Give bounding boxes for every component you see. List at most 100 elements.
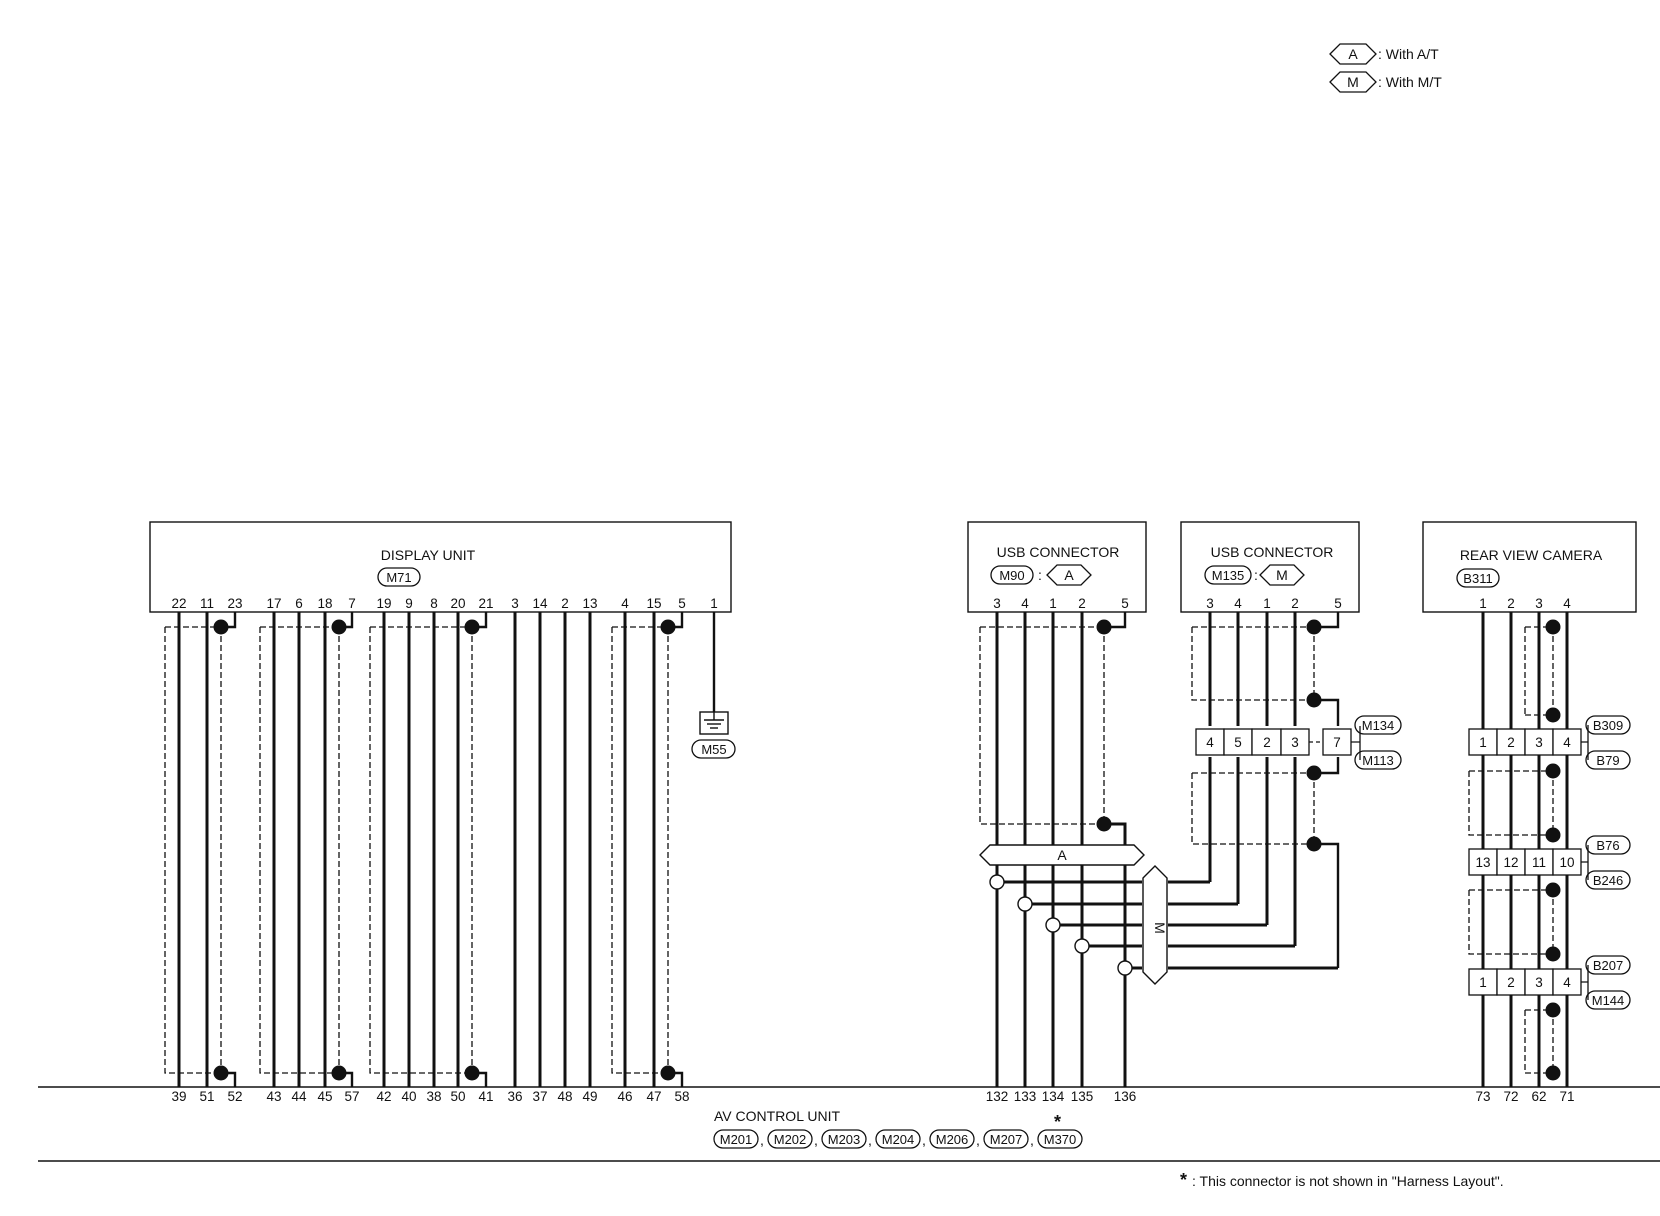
switch-a: A	[979, 844, 1145, 866]
legend-at-text: : With A/T	[1378, 46, 1439, 62]
av-pin-g1-5: 44	[291, 1089, 307, 1104]
svg-text::: :	[1038, 567, 1042, 583]
jb1-pin-4: 4	[1563, 735, 1571, 750]
av-pin-g2-1: 132	[986, 1089, 1009, 1104]
legend-at-hexagon	[1329, 43, 1377, 65]
display-unit-wires	[164, 612, 716, 1087]
usb-at-pin-3: 1	[1049, 596, 1057, 611]
ground-symbol: M55	[691, 711, 736, 759]
display-unit-pin-14: 14	[532, 596, 548, 611]
av-pin-g2-3: 134	[1042, 1089, 1065, 1104]
legend-mt-code: M	[1347, 74, 1359, 90]
display-unit-pin-12: 21	[478, 596, 493, 611]
camera-pin-1: 1	[1479, 596, 1487, 611]
footnote-text: : This connector is not shown in "Harnes…	[1192, 1173, 1504, 1189]
av-pin-g1-3: 52	[227, 1089, 242, 1104]
av-connector-separator-5: ,	[976, 1132, 980, 1148]
av-pin-g1-10: 38	[426, 1089, 441, 1104]
display-unit-shield-dots	[213, 619, 676, 1081]
legend-mt-text: : With M/T	[1378, 74, 1442, 90]
jb3-pin-2: 2	[1507, 975, 1515, 990]
av-pin-g1-16: 49	[582, 1089, 597, 1104]
jm-pin-2: 5	[1234, 735, 1242, 750]
display-unit-pin-10: 8	[430, 596, 438, 611]
usb-connector-mt-block: USB CONNECTOR M135 : M	[1180, 521, 1360, 613]
av-pin-g2-5: 136	[1114, 1089, 1137, 1104]
av-connector-pill-2	[767, 1129, 813, 1149]
usb-at-connector: M90	[999, 568, 1024, 583]
camera-name: REAR VIEW CAMERA	[1460, 547, 1603, 563]
display-unit-pin-6: 18	[317, 596, 332, 611]
jb1-upper: B309	[1593, 718, 1623, 733]
av-connector-2: M202	[774, 1132, 807, 1147]
jb3-pin-1: 1	[1479, 975, 1487, 990]
av-control-unit: AV CONTROL UNIT	[38, 1086, 1660, 1162]
av-pin-g2-2: 133	[1014, 1089, 1037, 1104]
av-connector-4: M204	[882, 1132, 915, 1147]
av-pin-g1-15: 48	[557, 1089, 572, 1104]
av-pin-g1-11: 50	[450, 1089, 465, 1104]
av-connector-separator-1: ,	[760, 1132, 764, 1148]
junction-b309-b79: 1 2 3 4 B309 B79	[1468, 715, 1631, 770]
display-unit-connector: M71	[386, 570, 411, 585]
jb1-pin-2: 2	[1507, 735, 1515, 750]
usb-at-pin-1: 3	[993, 596, 1001, 611]
usb-connector-at-block: USB CONNECTOR M90 : A	[967, 521, 1147, 613]
usb-mt-connector: M135	[1212, 568, 1245, 583]
usb-mt-pin-5: 5	[1334, 596, 1342, 611]
usb-mt-variant: M	[1276, 567, 1288, 583]
usb-at-variant: A	[1064, 567, 1074, 583]
display-unit-pin-18: 15	[646, 596, 661, 611]
av-pin-g3-1: 73	[1475, 1089, 1490, 1104]
av-connector-7: M370	[1044, 1132, 1077, 1147]
av-connector-6: M207	[990, 1132, 1023, 1147]
av-connector-separator-2: ,	[814, 1132, 818, 1148]
av-control-unit-connectors: M201,M202,M203,M204,M206,M207,M370*	[713, 1112, 1083, 1149]
jm-upper: M134	[1362, 718, 1395, 733]
av-connector-pill-4	[875, 1129, 921, 1149]
footnote: * : This connector is not shown in "Harn…	[1180, 1170, 1504, 1190]
av-connector-3: M203	[828, 1132, 861, 1147]
av-pin-g1-9: 40	[401, 1089, 416, 1104]
jb2-pin-1: 13	[1475, 855, 1490, 870]
jb2-pin-4: 10	[1559, 855, 1574, 870]
av-pin-g1-4: 43	[266, 1089, 281, 1104]
switch-m: M	[1142, 865, 1168, 985]
jm-pin-5: 7	[1333, 735, 1341, 750]
jb3-lower: M144	[1592, 993, 1625, 1008]
av-pin-g1-8: 42	[376, 1089, 391, 1104]
display-unit-pin-2: 11	[200, 596, 214, 611]
av-pin-g2-4: 135	[1071, 1089, 1094, 1104]
av-connector-pill-7	[1037, 1129, 1083, 1149]
camera-pin-4: 4	[1563, 596, 1571, 611]
av-pin-g1-7: 57	[344, 1089, 359, 1104]
display-unit-pin-11: 20	[450, 596, 465, 611]
av-connector-pill-3	[821, 1129, 867, 1149]
jb2-upper: B76	[1596, 838, 1619, 853]
display-unit-pin-3: 23	[227, 596, 242, 611]
jb2-pin-2: 12	[1503, 855, 1518, 870]
display-unit-pin-7: 7	[348, 596, 356, 611]
switch-a-label: A	[1057, 847, 1067, 863]
display-unit-pin-4: 17	[266, 596, 281, 611]
av-connector-separator-4: ,	[922, 1132, 926, 1148]
legend-at-code: A	[1348, 46, 1358, 62]
av-pin-g1-18: 47	[646, 1089, 661, 1104]
display-unit-pin-19: 5	[678, 596, 686, 611]
av-pin-g1-17: 46	[617, 1089, 632, 1104]
display-unit-pin-17: 4	[621, 596, 629, 611]
switch-m-label: M	[1152, 922, 1168, 934]
usb-mt-name: USB CONNECTOR	[1211, 544, 1334, 560]
av-control-unit-name: AV CONTROL UNIT	[714, 1108, 840, 1124]
av-pin-g1-14: 37	[532, 1089, 547, 1104]
display-unit-pin-15: 2	[561, 596, 569, 611]
camera-connector: B311	[1463, 571, 1492, 586]
display-unit-pin-16: 13	[582, 596, 597, 611]
jm-pin-1: 4	[1206, 735, 1214, 750]
usb-mt-pin-3: 1	[1263, 596, 1271, 611]
display-unit-pin-9: 9	[405, 596, 413, 611]
